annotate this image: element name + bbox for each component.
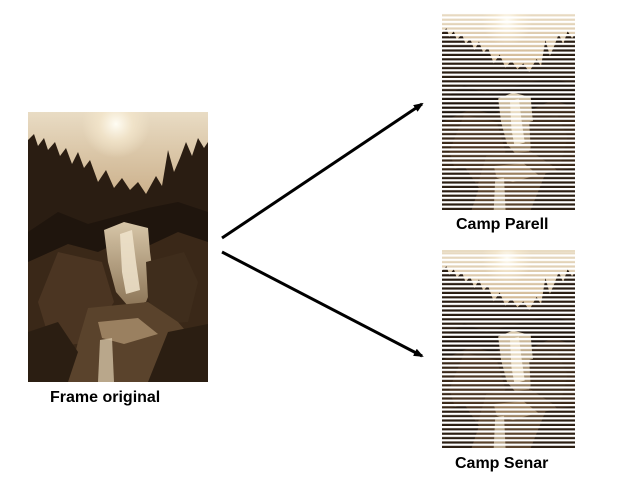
arrow-down-right-icon	[221, 250, 424, 358]
original-frame-image	[28, 112, 208, 382]
bottom-field-image	[442, 250, 575, 448]
top-field-image	[442, 12, 575, 210]
caption-bottom-field: Camp Senar	[455, 455, 549, 472]
caption-original: Frame original	[50, 389, 161, 406]
arrow-up-right-icon	[221, 102, 424, 240]
caption-top-field: Camp Parell	[456, 216, 549, 233]
